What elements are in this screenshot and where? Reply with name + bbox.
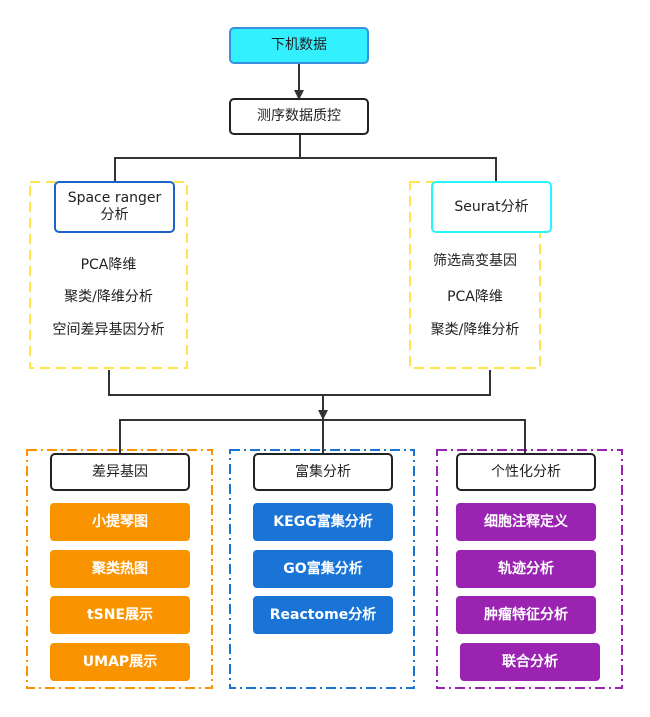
- diff-gene-item[interactable]: 小提琴图: [50, 503, 190, 541]
- seurat-item: 筛选高变基因: [433, 253, 517, 269]
- space-ranger-item: 聚类/降维分析: [64, 289, 153, 305]
- connector-qc-split: [114, 135, 301, 182]
- personalized-item[interactable]: 联合分析: [460, 643, 600, 681]
- diff-gene-item[interactable]: 聚类热图: [50, 550, 190, 588]
- space-ranger-item: PCA降维: [80, 257, 137, 273]
- seurat-item: 聚类/降维分析: [430, 322, 520, 338]
- node-raw-data-label: 下机数据: [271, 37, 327, 53]
- node-diff-gene-label: 差异基因: [92, 463, 148, 480]
- personalized-item-label: 轨迹分析: [498, 560, 554, 577]
- personalized-item[interactable]: 肿瘤特征分析: [456, 596, 596, 634]
- personalized-item-label: 肿瘤特征分析: [484, 606, 568, 623]
- seurat-item: PCA降维: [447, 289, 503, 305]
- personalized-item[interactable]: 细胞注释定义: [456, 503, 596, 541]
- node-raw-data[interactable]: 下机数据: [229, 27, 369, 64]
- enrichment-item[interactable]: GO富集分析: [253, 550, 393, 588]
- node-personalized-label: 个性化分析: [491, 463, 561, 480]
- enrichment-item-label: KEGG富集分析: [273, 513, 373, 530]
- node-enrichment[interactable]: 富集分析: [253, 453, 393, 491]
- personalized-item-label: 细胞注释定义: [484, 513, 568, 530]
- node-personalized[interactable]: 个性化分析: [456, 453, 596, 491]
- node-space-ranger-label-1: Space ranger: [67, 190, 162, 206]
- enrichment-item[interactable]: KEGG富集分析: [253, 503, 393, 541]
- node-diff-gene[interactable]: 差异基因: [50, 453, 190, 491]
- node-seurat[interactable]: Seurat分析: [431, 181, 552, 233]
- node-qc-label: 测序数据质控: [257, 108, 341, 124]
- diff-gene-item-label: UMAP展示: [82, 653, 158, 670]
- node-space-ranger-label-2: 分析: [100, 207, 129, 223]
- diff-gene-item-label: 小提琴图: [92, 513, 148, 530]
- space-ranger-item: 空间差异基因分析: [52, 322, 165, 338]
- node-seurat-label: Seurat分析: [454, 198, 529, 215]
- personalized-item-label: 联合分析: [502, 653, 558, 670]
- enrichment-item-label: Reactome分析: [269, 606, 377, 623]
- node-qc[interactable]: 测序数据质控: [229, 98, 369, 135]
- node-enrichment-label: 富集分析: [295, 463, 351, 480]
- diff-gene-item-label: tSNE展示: [86, 606, 154, 623]
- node-space-ranger[interactable]: Space ranger 分析: [54, 181, 175, 233]
- personalized-item[interactable]: 轨迹分析: [456, 550, 596, 588]
- diff-gene-item-label: 聚类热图: [92, 560, 148, 577]
- connector-merge: [108, 370, 491, 396]
- diff-gene-item[interactable]: tSNE展示: [50, 596, 190, 634]
- diff-gene-item[interactable]: UMAP展示: [50, 643, 190, 681]
- enrichment-item-label: GO富集分析: [283, 560, 363, 577]
- enrichment-item[interactable]: Reactome分析: [253, 596, 393, 634]
- connector-qc-seurat: [300, 157, 497, 182]
